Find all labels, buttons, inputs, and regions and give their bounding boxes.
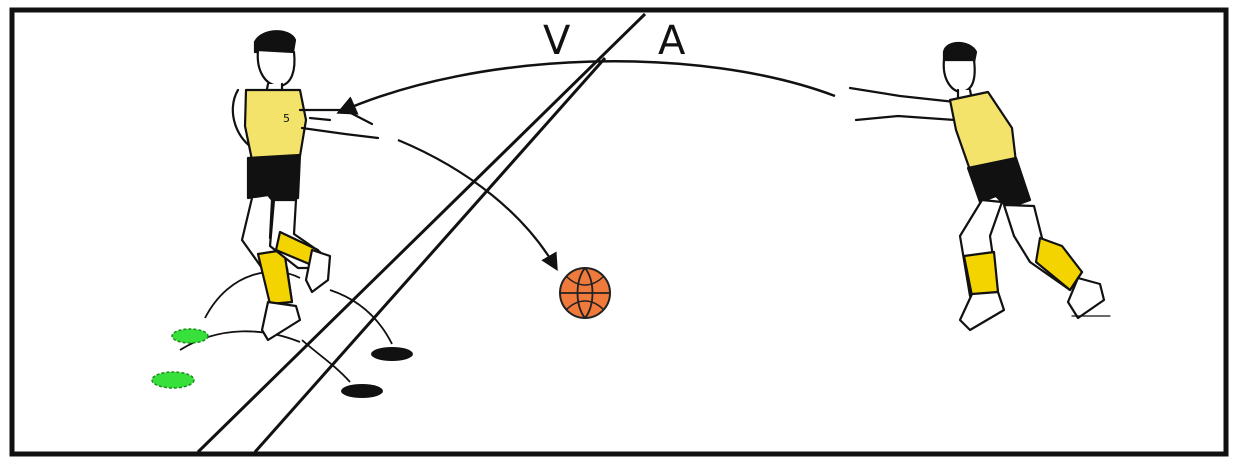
zone-label-right: A <box>658 18 686 64</box>
basketball-player-passing-icon <box>848 41 1111 332</box>
court-divider-line <box>196 12 647 454</box>
footprint-black-1 <box>371 347 413 361</box>
basketball-icon <box>559 267 611 319</box>
footprint-green-2 <box>151 371 195 389</box>
svg-text:5: 5 <box>283 112 290 125</box>
pass-trajectory-arrow <box>336 60 836 115</box>
zone-label-left: V <box>543 18 571 64</box>
footprint-black-2 <box>341 384 383 398</box>
basketball-player-receiving-icon: 5 <box>231 30 380 342</box>
ball-bounce-path <box>397 138 558 272</box>
footprint-green-1 <box>171 328 209 344</box>
diagram-border <box>9 7 1229 457</box>
